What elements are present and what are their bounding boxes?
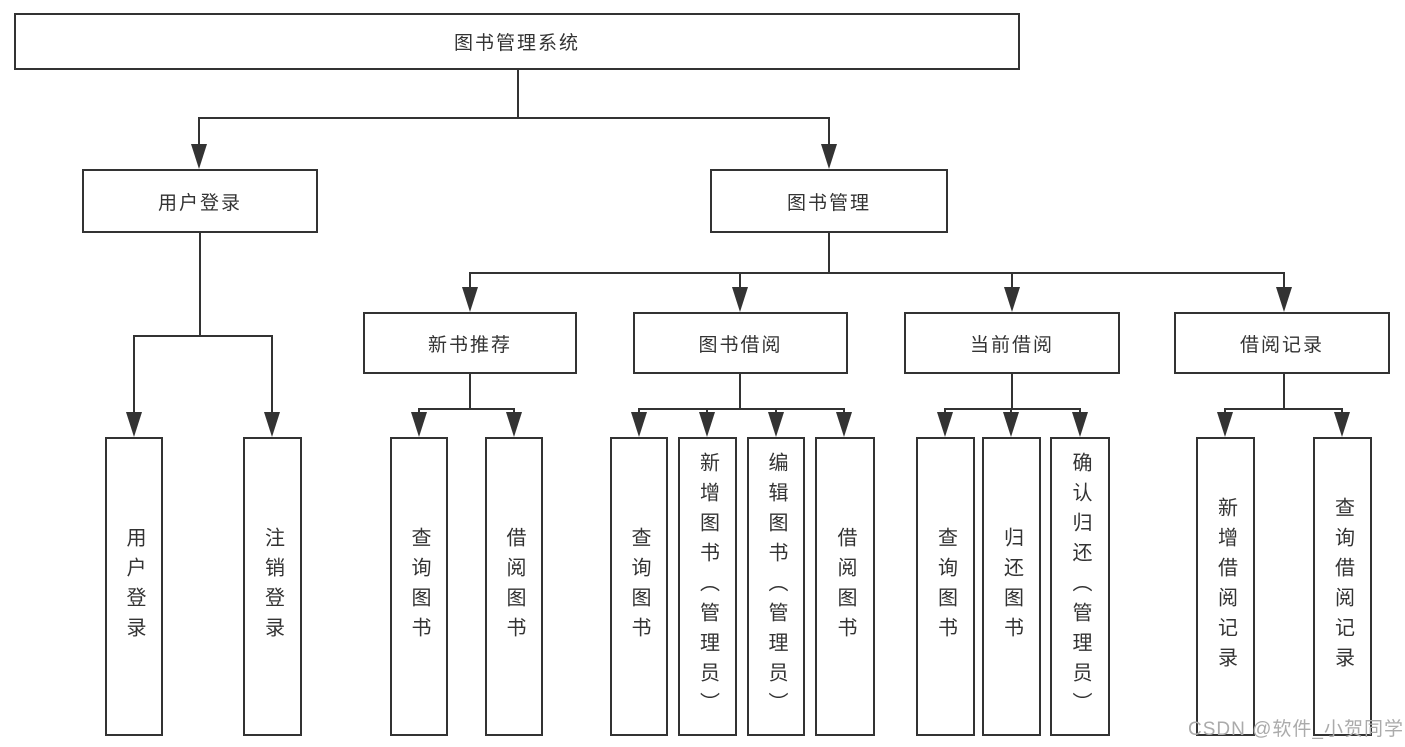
connector-drop <box>1341 408 1343 414</box>
arrow-down-icon <box>1334 412 1350 437</box>
arrow-down-icon <box>768 412 784 437</box>
connector-stem <box>1011 374 1013 410</box>
connector-drop <box>828 117 830 146</box>
connector-drop <box>1224 408 1226 414</box>
node-user-login: 用户登录 <box>82 169 318 233</box>
leaf-logout: 注销登录 <box>243 437 302 736</box>
arrow-down-icon <box>631 412 647 437</box>
connector-drop <box>775 408 777 414</box>
connector-rail <box>133 335 273 337</box>
leaf-borrow-books: 借阅图书 <box>815 437 875 736</box>
connector-stem <box>828 233 830 274</box>
arrow-down-icon <box>264 412 280 437</box>
connector-drop <box>944 408 946 414</box>
connector-rail <box>944 408 1081 410</box>
node-library-system: 图书管理系统 <box>14 13 1020 70</box>
connector-stem <box>739 374 741 410</box>
node-label: 图书管理 <box>786 192 871 214</box>
connector-drop <box>706 408 708 414</box>
arrow-down-icon <box>1004 287 1020 312</box>
connector-drop <box>638 408 640 414</box>
connector-rail <box>469 272 1285 274</box>
connector-stem <box>1283 374 1285 410</box>
leaf-user-login: 用户登录 <box>105 437 163 736</box>
arrow-down-icon <box>836 412 852 437</box>
leaf-label: 查询借阅记录 <box>1331 496 1354 677</box>
node-current-borrowing: 当前借阅 <box>904 312 1120 374</box>
arrow-down-icon <box>1003 412 1019 437</box>
arrow-down-icon <box>191 144 207 169</box>
leaf-label: 借阅图书 <box>834 526 856 647</box>
leaf-label: 编辑图书（管理员） <box>765 451 787 722</box>
arrow-down-icon <box>821 144 837 169</box>
node-book-borrowing: 图书借阅 <box>633 312 848 374</box>
connector-rail <box>638 408 845 410</box>
arrow-down-icon <box>1072 412 1088 437</box>
connector-drop <box>1010 408 1012 414</box>
leaf-label: 新增图书（管理员） <box>696 451 719 722</box>
node-label: 借阅记录 <box>1239 334 1324 356</box>
leaf-label: 查询图书 <box>628 526 650 647</box>
connector-drop <box>739 272 741 289</box>
node-label: 图书借阅 <box>698 334 783 356</box>
connector-drop <box>418 408 420 414</box>
connector-drop <box>1283 272 1285 289</box>
arrow-down-icon <box>937 412 953 437</box>
leaf-query-books-recommend: 查询图书 <box>390 437 448 736</box>
leaf-add-books-admin: 新增图书（管理员） <box>678 437 737 736</box>
leaf-label: 查询图书 <box>408 526 430 647</box>
connector-stem <box>199 233 201 337</box>
connector-rail <box>198 117 830 119</box>
connector-rail <box>418 408 515 410</box>
connector-drop <box>513 408 515 414</box>
connector-drop <box>271 335 273 414</box>
leaf-edit-books-admin: 编辑图书（管理员） <box>747 437 805 736</box>
leaf-return-books: 归还图书 <box>982 437 1041 736</box>
leaf-label: 归还图书 <box>1000 526 1023 647</box>
leaf-label: 用户登录 <box>123 526 145 647</box>
node-new-book-recommend: 新书推荐 <box>363 312 577 374</box>
arrow-down-icon <box>126 412 142 437</box>
node-label: 当前借阅 <box>969 334 1054 356</box>
connector-drop <box>843 408 845 414</box>
node-label: 用户登录 <box>157 192 242 214</box>
arrow-down-icon <box>1217 412 1233 437</box>
csdn-watermark: CSDN @软件_小贺同学 <box>1188 719 1404 740</box>
leaf-label: 查询图书 <box>934 526 957 647</box>
leaf-borrow-books-recommend: 借阅图书 <box>485 437 543 736</box>
node-book-management: 图书管理 <box>710 169 948 233</box>
arrow-down-icon <box>411 412 427 437</box>
node-label: 图书管理系统 <box>453 33 580 54</box>
connector-drop <box>1079 408 1081 414</box>
leaf-label: 确认归还（管理员） <box>1069 451 1091 722</box>
arrow-down-icon <box>699 412 715 437</box>
node-label: 新书推荐 <box>427 334 512 356</box>
connector-stem <box>517 70 519 119</box>
leaf-query-books-borrow: 查询图书 <box>610 437 668 736</box>
leaf-label: 借阅图书 <box>503 526 525 647</box>
connector-drop <box>133 335 135 414</box>
connector-stem <box>469 374 471 410</box>
leaf-label: 注销登录 <box>261 526 284 647</box>
arrow-down-icon <box>1276 287 1292 312</box>
leaf-add-borrow-record: 新增借阅记录 <box>1196 437 1255 736</box>
leaf-query-borrow-record: 查询借阅记录 <box>1313 437 1372 736</box>
arrow-down-icon <box>732 287 748 312</box>
arrow-down-icon <box>506 412 522 437</box>
leaf-confirm-return-admin: 确认归还（管理员） <box>1050 437 1110 736</box>
node-borrowing-records: 借阅记录 <box>1174 312 1390 374</box>
leaf-label: 新增借阅记录 <box>1214 496 1237 677</box>
connector-drop <box>1011 272 1013 289</box>
leaf-query-books-current: 查询图书 <box>916 437 975 736</box>
connector-drop <box>198 117 200 146</box>
connector-drop <box>469 272 471 289</box>
connector-rail <box>1224 408 1343 410</box>
arrow-down-icon <box>462 287 478 312</box>
